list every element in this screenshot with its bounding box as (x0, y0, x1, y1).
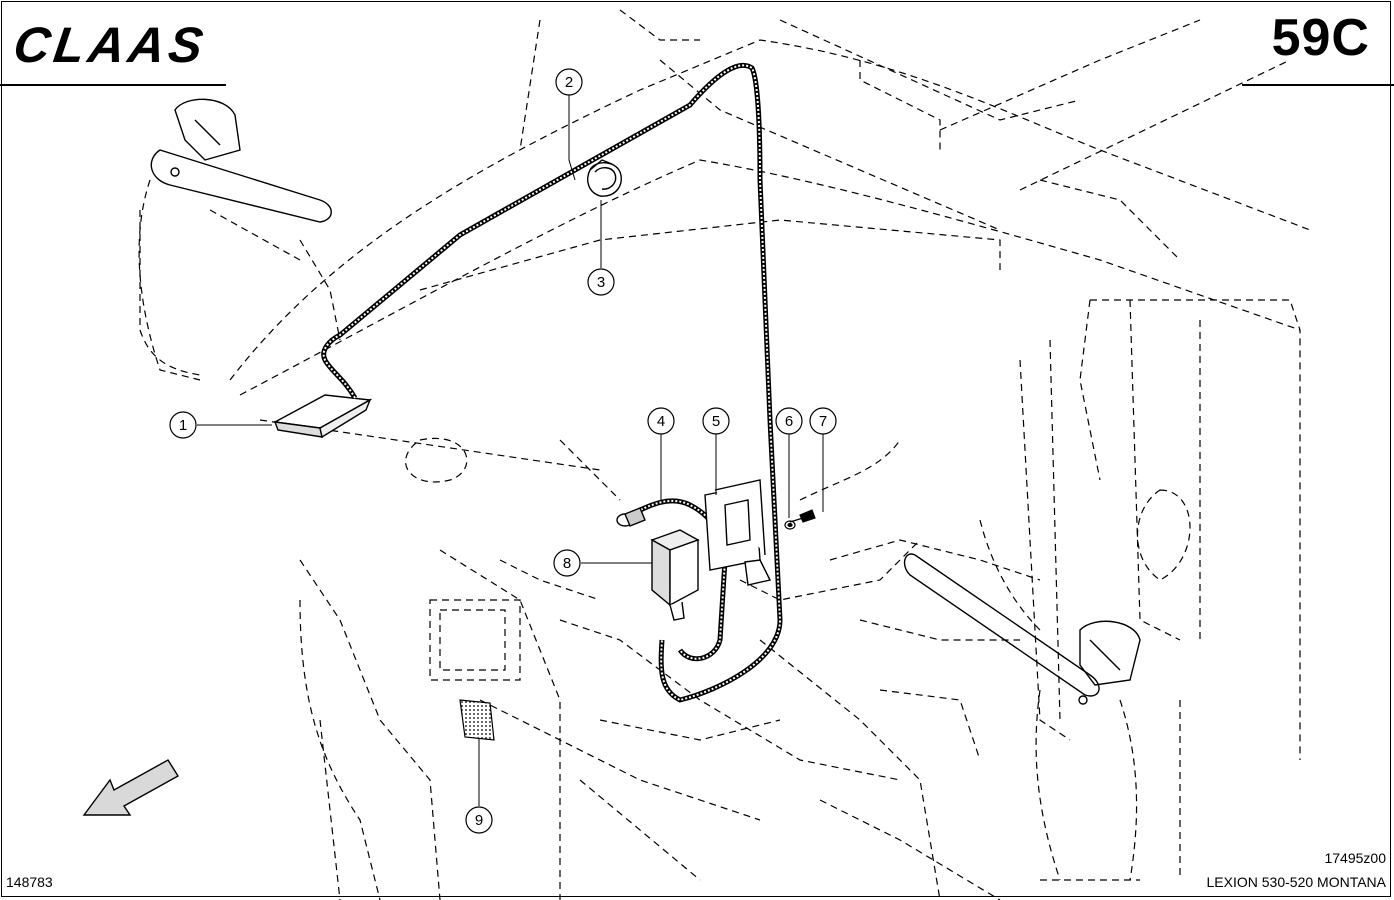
cab-outline-dashed (138, 9, 1311, 900)
mounting-bracket (704, 479, 772, 586)
model-name: LEXION 530-520 MONTANA (1206, 874, 1386, 890)
svg-text:8: 8 (563, 555, 571, 572)
page-code: 59C (1271, 9, 1370, 67)
callout-2: 2 (555, 68, 583, 96)
callout-6: 6 (775, 407, 803, 435)
svg-text:6: 6 (785, 413, 793, 430)
claas-logo-text: CLAAS (14, 18, 210, 68)
right-armrest (903, 553, 1141, 705)
svg-text:5: 5 (712, 413, 720, 430)
svg-text:3: 3 (597, 274, 605, 291)
label-plate (459, 699, 495, 741)
svg-text:4: 4 (657, 413, 665, 430)
callout-4: 4 (647, 407, 675, 435)
svg-text:9: 9 (475, 812, 483, 829)
part-number: 148783 (6, 874, 53, 890)
claas-logo: CLAAS (14, 18, 210, 68)
radio-module (650, 529, 700, 621)
callout-5: 5 (702, 407, 730, 435)
antenna-pad (272, 394, 373, 439)
svg-text:2: 2 (565, 74, 573, 91)
screw (789, 509, 816, 523)
arrow-down-left-icon (82, 759, 179, 816)
washer (784, 520, 796, 530)
leader-lines (197, 95, 824, 806)
cable-clip (587, 159, 622, 197)
cable-connector (616, 507, 646, 527)
antenna-cable (321, 62, 783, 703)
header-rule-left (0, 84, 226, 86)
header-rule-right (1242, 84, 1394, 86)
drawing-code: 17495z00 (1324, 850, 1386, 866)
callout-1: 1 (169, 411, 197, 439)
callouts: 1 2 3 4 5 6 7 (169, 68, 837, 834)
callout-7: 7 (809, 407, 837, 435)
callout-9: 9 (465, 806, 493, 834)
svg-text:1: 1 (179, 417, 187, 434)
left-armrest (150, 98, 332, 223)
svg-text:7: 7 (819, 413, 827, 430)
callout-8: 8 (553, 549, 581, 577)
callout-3: 3 (587, 268, 615, 296)
